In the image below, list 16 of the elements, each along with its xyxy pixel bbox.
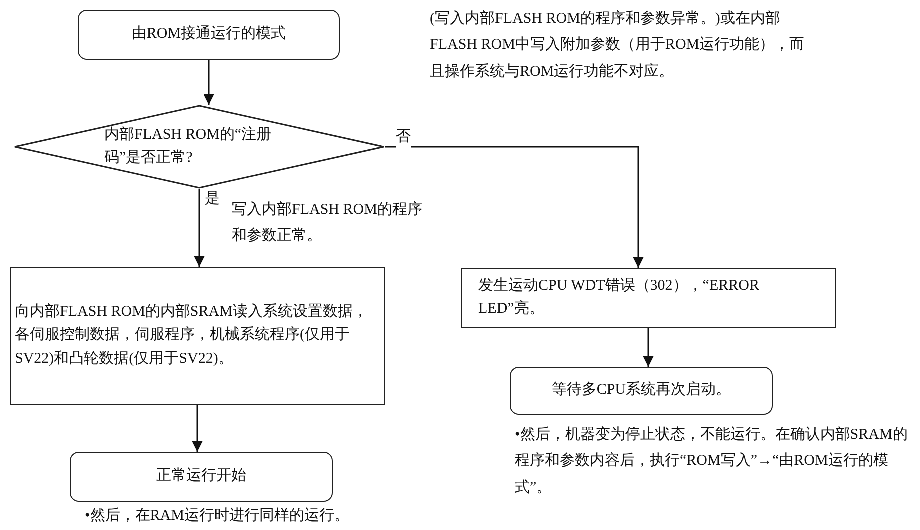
terminal-box: 等待多CPU系统再次启动。 (510, 367, 773, 415)
note-text: •然后，在RAM运行时进行同样的运行。 (85, 506, 350, 526)
arrow (385, 146, 644, 268)
note-text: •然后，机器变为停止状态，不能运行。在确认内部SRAM的程序和参数内容后，执行“ROM写入”→“由ROM运行的模式”。 (515, 426, 909, 498)
arrow (204, 60, 214, 105)
decision-diamond: 内部FLASH ROM的“注册码”是否正常? (14, 105, 385, 189)
terminal-box: 正常运行开始 (70, 452, 333, 502)
note-text: (写入内部FLASH ROM的程序和参数异常。)或在内部FLASH ROM中写入附加参数（用于ROM运行功能），而且操作系统与ROM运行功能不对应。 (430, 9, 805, 82)
arrow (643, 328, 654, 367)
note-text: 写入内部FLASH ROM的程序和参数正常。 (232, 200, 424, 246)
edge-label: 否 (396, 128, 411, 148)
arrow (192, 405, 203, 452)
terminal-box: 由ROM接通运行的模式 (78, 10, 340, 60)
process-box: 向内部FLASH ROM的内部SRAM读入系统设置数据，各伺服控制数据，伺服程序，机械系统程序(仅用于SV22)和凸轮数据(仅用于SV22)。 (10, 267, 385, 405)
process-box: 发生运动CPU WDT错误（302），“ERROR LED”亮。 (461, 268, 836, 328)
arrow (194, 189, 205, 267)
